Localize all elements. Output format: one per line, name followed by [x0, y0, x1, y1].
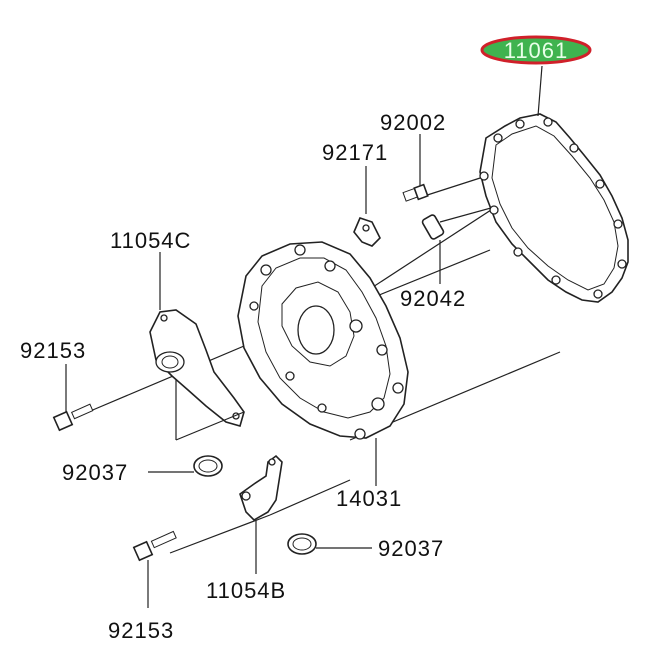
gasket-label-highlight[interactable]: 11061	[480, 35, 592, 65]
gasket-part[interactable]	[479, 65, 629, 303]
label-92042: 92042	[400, 286, 466, 311]
label-11054c: 11054C	[110, 228, 191, 253]
label-92153-left: 92153	[20, 338, 86, 363]
bolt-92153-left[interactable]	[52, 364, 94, 432]
bracket-11054c[interactable]	[149, 252, 245, 441]
clamp-92037-lower[interactable]	[287, 533, 372, 555]
gasket-part-number: 11061	[504, 38, 569, 63]
label-11054b: 11054B	[206, 578, 286, 603]
label-92037-lower: 92037	[378, 536, 444, 561]
bracket-92171[interactable]	[353, 166, 381, 247]
cover-14031[interactable]	[237, 241, 409, 486]
label-92171: 92171	[322, 140, 388, 165]
clamp-92037-upper[interactable]	[148, 455, 223, 477]
bolt-92002[interactable]	[402, 134, 429, 202]
dowel-92042[interactable]	[421, 214, 445, 284]
label-92002: 92002	[380, 110, 446, 135]
label-14031: 14031	[336, 486, 402, 511]
label-92153-bottom: 92153	[108, 618, 174, 643]
bracket-11054b[interactable]	[239, 454, 283, 574]
bolt-92153-bottom[interactable]	[132, 530, 177, 608]
label-92037-upper: 92037	[62, 460, 128, 485]
